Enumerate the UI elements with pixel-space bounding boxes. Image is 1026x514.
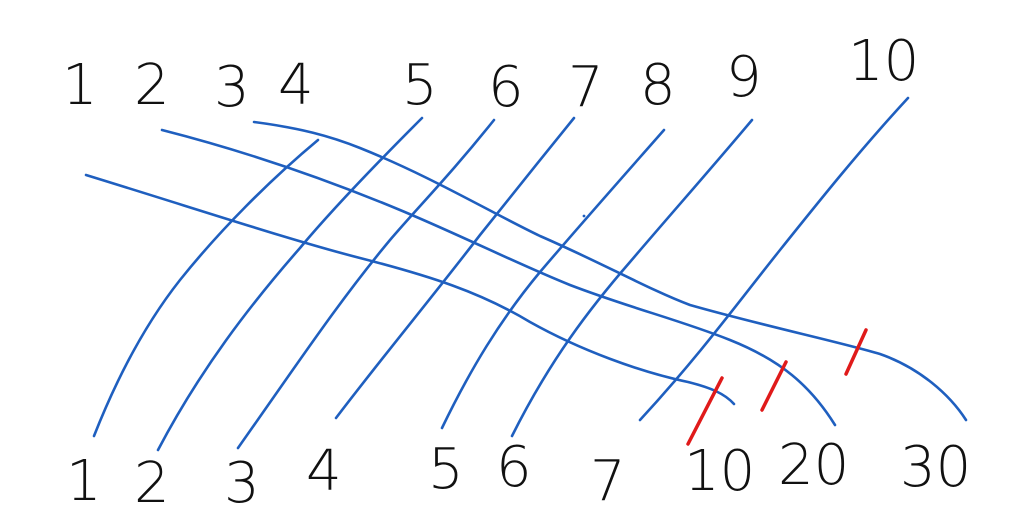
strike-marks xyxy=(686,328,868,446)
top-label-8: 8 xyxy=(640,53,676,118)
line-6-to-3 xyxy=(236,118,496,450)
top-label-6: 6 xyxy=(488,55,524,120)
bottom-label-5: 5 xyxy=(428,437,464,502)
top-label-row: 1 2 3 4 5 6 7 8 9 10 xyxy=(62,29,919,120)
strike-mark-20 xyxy=(760,360,788,412)
line-2-to-20 xyxy=(160,128,837,427)
line-1-to-10 xyxy=(84,173,736,406)
top-label-3: 3 xyxy=(214,55,250,120)
line-3-to-30 xyxy=(252,120,968,422)
top-label-1: 1 xyxy=(62,53,98,118)
top-label-9: 9 xyxy=(726,45,762,110)
bottom-label-row: 1 2 3 4 5 6 7 10 20 30 xyxy=(66,433,971,514)
line-8-to-5 xyxy=(440,128,666,430)
bottom-label-3: 3 xyxy=(224,451,260,514)
bottom-label-6: 6 xyxy=(496,435,532,500)
stray-dot xyxy=(582,214,586,218)
bottom-label-20: 20 xyxy=(778,433,849,498)
top-label-2: 2 xyxy=(134,53,170,118)
strike-mark-30 xyxy=(844,328,868,376)
strike-mark-10 xyxy=(686,376,724,446)
line-10-to-7 xyxy=(638,96,910,422)
top-label-10: 10 xyxy=(848,29,919,94)
line-7-to-4 xyxy=(334,116,576,420)
line-9-to-6 xyxy=(510,118,754,438)
bottom-label-10: 10 xyxy=(684,439,755,504)
top-label-5: 5 xyxy=(402,53,438,118)
bottom-label-2: 2 xyxy=(134,451,170,514)
top-label-7: 7 xyxy=(568,55,604,120)
line-5-to-2 xyxy=(156,116,424,452)
bottom-label-4: 4 xyxy=(306,439,342,504)
line-4-to-1 xyxy=(92,138,320,438)
top-label-4: 4 xyxy=(278,53,314,118)
bottom-label-30: 30 xyxy=(900,435,971,500)
bottom-label-1: 1 xyxy=(66,449,102,514)
bottom-label-7: 7 xyxy=(590,449,626,514)
connection-lines xyxy=(84,96,968,452)
